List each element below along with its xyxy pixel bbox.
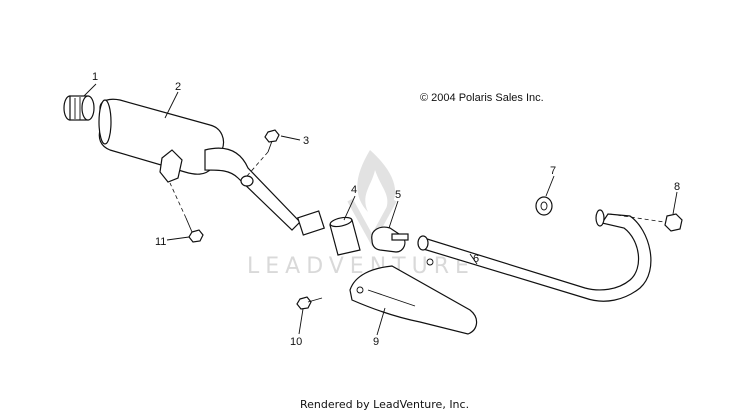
- part-1-end-cap: [63, 95, 95, 121]
- copyright-text: © 2004 Polaris Sales Inc.: [420, 92, 544, 104]
- watermark-text: LEADVENTURE: [247, 254, 475, 279]
- callout-3: 3: [303, 135, 309, 147]
- callout-6: 6: [473, 253, 479, 265]
- callout-8: 8: [674, 181, 680, 193]
- part-9-heat-shield: [349, 258, 478, 335]
- part-6-pipe: [417, 209, 652, 302]
- flame-logo-icon: [357, 150, 396, 212]
- callout-11: 11: [155, 236, 166, 248]
- part-8-nut: [664, 213, 683, 232]
- callout-9: 9: [373, 336, 379, 348]
- watermark: LEADVENTURE: [247, 150, 475, 279]
- part-3-bolt: [264, 129, 280, 153]
- callouts: 1 2 3 4 5 6 7 8 9 10 11: [92, 71, 680, 348]
- part-4-sleeve: [329, 216, 361, 256]
- part-2-muffler: [98, 98, 325, 236]
- part-7-washer: [535, 196, 553, 216]
- part-11-bolt: [185, 217, 204, 243]
- callout-10: 10: [290, 336, 302, 348]
- leader-lines: [83, 83, 678, 336]
- callout-7: 7: [550, 165, 556, 177]
- callout-5: 5: [395, 189, 401, 201]
- render-credit: Rendered by LeadVenture, Inc.: [300, 398, 469, 411]
- callout-1: 1: [92, 71, 98, 83]
- part-10-bolt: [296, 296, 323, 310]
- part-5-clamp: [371, 226, 409, 253]
- callout-2: 2: [175, 81, 181, 93]
- callout-4: 4: [351, 184, 357, 196]
